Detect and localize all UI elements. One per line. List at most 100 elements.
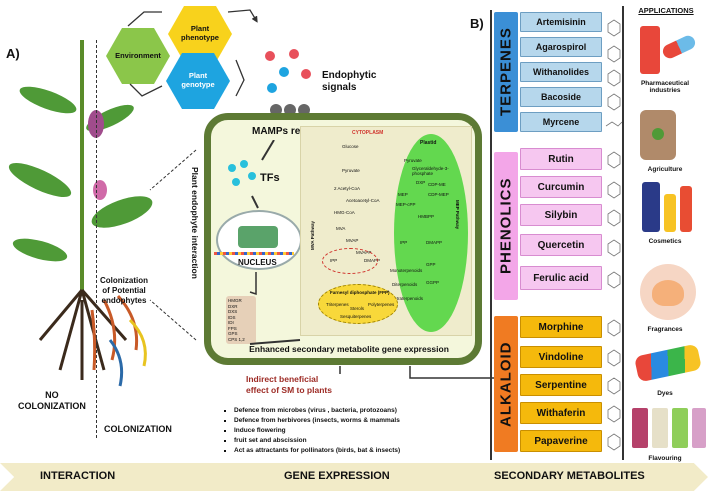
mep-node: Glyceraldehyde-3-phosphate — [412, 166, 449, 176]
mep-node: HMBPP — [418, 214, 435, 219]
dna-complex-icon — [238, 226, 278, 248]
mep-node: DXP — [416, 180, 426, 185]
enzyme-item: CPS 1,2 — [228, 336, 245, 342]
benefit-item: Induce flowering — [234, 426, 400, 436]
mep-node: GGPP — [426, 280, 440, 285]
alkaloid-item: Vindoline — [520, 346, 602, 368]
panel-a-label: A) — [6, 46, 20, 61]
benefit-item: Defence from herbivores (insects, worms … — [234, 416, 400, 426]
mep-node: CDP-ME — [428, 182, 446, 187]
application-label: Cosmetics — [648, 238, 682, 245]
drink-glass-icon — [652, 408, 668, 448]
drink-glass-icon — [672, 408, 688, 448]
alkaloid-item: Withaferin — [520, 402, 602, 424]
endophytic-signals-label: Endophytic signals — [322, 70, 377, 93]
drink-glass-icon — [632, 408, 648, 448]
phenolic-item: Quercetin — [520, 234, 602, 256]
phenolic-item: Silybin — [520, 204, 602, 226]
colonization-potential-label: Colonization of Potential endophytes — [100, 276, 148, 305]
enzyme-item: FPS — [228, 325, 237, 331]
divider-dashed — [96, 40, 98, 438]
cosmetic-tube-icon — [680, 186, 692, 232]
terpene-item: Myrcene — [520, 112, 602, 132]
enzyme-list-box: HMGR DXR DXS IDS IDI FPS GPS CPS 1,2 — [226, 296, 256, 344]
mep-node: GPP — [426, 262, 436, 267]
application-label: Agriculture — [647, 166, 683, 173]
enzyme-item: DXS — [228, 309, 238, 314]
fpp-product: Sterols — [350, 306, 365, 311]
enzyme-item: HMGR — [228, 298, 242, 303]
terpene-item: Agarospirol — [520, 37, 602, 57]
bottom-secondary-metabolites: SECONDARY METABOLITES — [494, 470, 645, 482]
benefit-item: fruit set and abscission — [234, 436, 400, 446]
tfs-label: TFs — [260, 172, 280, 184]
mep-node: Tetraterpenoids — [392, 296, 424, 301]
category-phenolics: PHENOLICS — [494, 152, 518, 300]
bottom-gene-expression: GENE EXPRESSION — [284, 470, 390, 482]
terpene-item: Artemisinin — [520, 12, 602, 32]
panel-divider-right — [622, 6, 624, 460]
mep-pathway-label: MEP Pathway — [455, 200, 460, 230]
benefit-item: Defence from microbes (virus , bacteria,… — [234, 406, 400, 416]
cosmetic-tube-icon — [642, 182, 660, 232]
molecule-structure-icons — [605, 19, 622, 451]
plastid — [394, 134, 468, 332]
alkaloid-item: Morphine — [520, 316, 602, 338]
phenolic-item: Ferulic acid — [520, 266, 602, 290]
plastid-label: Plastid — [420, 140, 437, 146]
hex-plant-genotype: Plant genotype — [166, 53, 230, 109]
dna-strand — [214, 252, 294, 255]
terpene-item: Withanolides — [520, 62, 602, 82]
mva-node: Pyruvate — [342, 168, 360, 173]
benefit-item: Act as attractants for pollinators (bird… — [234, 446, 400, 456]
mva-node: MVA — [336, 226, 346, 231]
fpp-product: Triterpenes — [326, 302, 349, 307]
indirect-effect-label: Indirect beneficial effect of SM to plan… — [246, 374, 332, 395]
mva-node: MVAP — [346, 238, 359, 243]
mep-node: Monoterpenoids — [390, 268, 423, 273]
ipp-dmapp-ring — [322, 248, 378, 274]
terpene-item: Bacoside — [520, 87, 602, 107]
mep-node: IPP — [400, 240, 408, 245]
alkaloid-item: Papaverine — [520, 430, 602, 452]
hex-plant-phenotype: Plant phenotype — [168, 6, 232, 62]
mva-node: HMG-CoA — [334, 210, 355, 215]
nucleus-label: NUCLEUS — [238, 258, 277, 267]
alkaloid-item: Serpentine — [520, 374, 602, 396]
mep-node: Pyruvate — [404, 158, 422, 163]
bottom-bar — [0, 463, 708, 491]
no-colonization-label: NO COLONIZATION — [18, 390, 86, 411]
cytoplasm-label: CYTOPLASM — [352, 130, 384, 136]
mep-node: MEP — [398, 192, 408, 197]
enzyme-item: IDI — [228, 320, 234, 325]
fpp-label: Farnesyl diphosphate (FPP) — [330, 290, 390, 295]
fpp-product: Sesquiterpenes — [340, 314, 372, 319]
category-alkaloid: ALKALOID — [494, 316, 518, 452]
leaf-icon — [652, 128, 664, 140]
mep-node: CDP-MEP — [428, 192, 449, 197]
pharma-bottle-icon — [640, 26, 660, 74]
category-terpenes: TERPENES — [494, 12, 518, 132]
application-label: Pharmaceutical industries — [640, 80, 690, 94]
panel-b-label: B) — [470, 16, 484, 31]
mva-node: 2 Acetyl-CoA — [334, 186, 361, 191]
cycle-arrows — [127, 9, 258, 97]
application-label: Dyes — [657, 390, 673, 397]
perfume-bottle-icon — [652, 280, 684, 306]
panel-divider-left — [490, 10, 492, 460]
mep-node: Diterpenoids — [392, 282, 418, 287]
applications-title: APPLICATIONS — [638, 6, 694, 15]
tf-dots — [228, 140, 275, 186]
phenolic-item: Curcumin — [520, 176, 602, 198]
fpp-region — [318, 284, 398, 324]
fpp-product: Polyterpenes — [368, 302, 395, 307]
application-label: Flavouring — [648, 455, 682, 462]
bottom-interaction: INTERACTION — [40, 470, 116, 482]
enzyme-item: GPS — [228, 331, 238, 336]
cosmetic-tube-icon — [664, 194, 676, 232]
mep-node: MEP-cPP — [396, 202, 416, 207]
enzyme-item: IDS — [228, 314, 236, 320]
mep-node: DMAPP — [426, 240, 443, 245]
enzyme-item: DXR — [228, 303, 238, 309]
